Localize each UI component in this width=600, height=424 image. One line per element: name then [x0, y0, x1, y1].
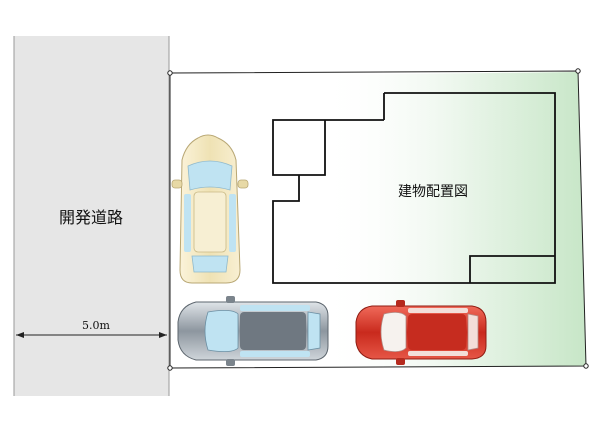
road-width-dimension: 5.0m [16, 319, 167, 338]
mirror-right [237, 179, 249, 189]
lot-corner-marker [575, 68, 581, 74]
mirror-top [396, 300, 405, 307]
development-road: 開発道路 [13, 36, 170, 396]
mirror-left [171, 179, 183, 189]
building-label: 建物配置図 [398, 184, 468, 200]
building-outline [272, 92, 556, 284]
rear-window [307, 311, 321, 351]
side-window-bottom [240, 351, 310, 357]
lot-corner-marker [167, 365, 173, 371]
side-window-top [408, 308, 468, 313]
rear-window [467, 313, 479, 351]
silver-car [177, 296, 329, 366]
road-width-label: 5.0m [82, 319, 110, 332]
lot-corner-marker [167, 70, 173, 76]
windshield [380, 312, 407, 352]
roof [240, 312, 306, 350]
roof [193, 191, 227, 253]
mirror-top [226, 296, 235, 303]
lawn-area [320, 72, 586, 368]
mirror-bottom [396, 358, 405, 365]
red-car [355, 300, 487, 365]
lot-corner-marker [583, 363, 589, 369]
windshield [187, 160, 233, 191]
side-window-right [229, 194, 236, 252]
windshield [204, 310, 239, 352]
arrow-left-icon [16, 332, 24, 338]
rear-window [191, 255, 229, 273]
cream-car [171, 134, 249, 284]
side-window-bottom [408, 351, 468, 356]
lot-boundary [167, 68, 589, 371]
side-window-top [240, 305, 310, 311]
building-footprint: 建物配置図 [272, 92, 556, 284]
mirror-bottom [226, 359, 235, 366]
road-surface [14, 36, 169, 396]
road-label: 開発道路 [59, 208, 123, 227]
side-window-left [184, 194, 191, 252]
roof [408, 314, 466, 350]
arrow-right-icon [159, 332, 167, 338]
